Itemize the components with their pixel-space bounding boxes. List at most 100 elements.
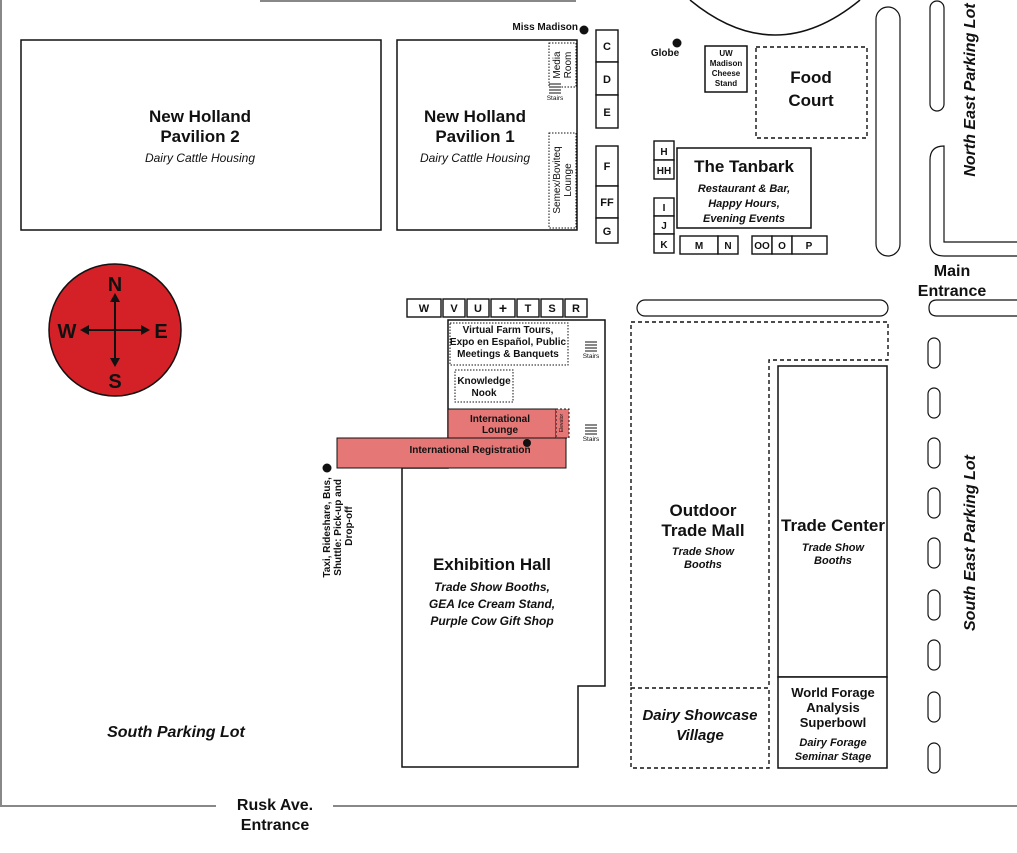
semex-lounge[interactable] <box>548 132 577 229</box>
forage-l1: World Forage <box>791 685 875 700</box>
stall-v[interactable]: V <box>450 303 458 315</box>
stall-o[interactable]: O <box>778 241 786 252</box>
stall-k[interactable]: K <box>660 240 668 251</box>
knowledge-l2: Nook <box>472 388 497 399</box>
stall-t[interactable]: T <box>525 303 532 315</box>
cheese-l1: UW <box>719 49 733 58</box>
intl-reg-label: International Registration <box>409 445 530 456</box>
forage-sub1: Dairy Forage <box>799 737 866 749</box>
virtual-farm-tours-room[interactable]: Virtual Farm Tours, Expo en Español, Pub… <box>449 322 569 366</box>
tanbark-l2: Happy Hours, <box>708 198 780 210</box>
stall-m[interactable]: M <box>695 241 703 252</box>
knowledge-nook[interactable]: Knowledge Nook <box>454 369 514 403</box>
stairs-label-3: Stairs <box>583 436 600 443</box>
forage-l3: Superbowl <box>800 715 866 730</box>
stall-n[interactable]: N <box>724 241 731 252</box>
outdoor-sub2: Booths <box>684 559 722 571</box>
stall-c[interactable]: C <box>603 41 611 53</box>
compass-n: N <box>108 274 122 296</box>
cheese-l2: Madison <box>710 59 743 68</box>
exhibition-l2: GEA Ice Cream Stand, <box>429 597 555 611</box>
stall-ff[interactable]: FF <box>600 197 614 209</box>
semex-lounge-label: Semex/BoviteqLounge <box>552 146 574 213</box>
nh2-name-2: Pavilion 2 <box>160 127 239 146</box>
east-roads <box>636 0 1017 774</box>
outdoor-l1: Outdoor <box>669 501 736 520</box>
outdoor-l2: Trade Mall <box>661 521 744 540</box>
stairs-icon <box>585 341 597 352</box>
trade-center[interactable]: Trade Center Trade Show Booths <box>777 365 888 678</box>
main-entrance-road <box>928 299 1017 317</box>
forage-sub2: Seminar Stage <box>795 751 871 763</box>
first-aid-icon[interactable]: + <box>499 300 507 316</box>
nh2-subtitle: Dairy Cattle Housing <box>145 151 255 165</box>
elevator-label: Elevator <box>559 413 565 432</box>
trade-center-sub2: Booths <box>814 555 852 567</box>
dairy-showcase-village[interactable]: Dairy Showcase Village <box>630 687 770 769</box>
stairs-icon <box>585 424 597 435</box>
international-lounge[interactable]: Elevator International Lounge <box>447 408 570 439</box>
main-entrance-l2: Entrance <box>918 283 987 300</box>
ne-parking-label: North East Parking Lot <box>962 3 979 177</box>
compass-e: E <box>154 321 167 343</box>
taxi-marker[interactable] <box>322 463 332 473</box>
forage-l2: Analysis <box>806 700 859 715</box>
stall-u[interactable]: U <box>474 303 482 315</box>
media-room[interactable] <box>548 42 577 88</box>
stall-d[interactable]: D <box>603 74 611 86</box>
stall-e[interactable]: E <box>603 107 610 119</box>
stall-f[interactable]: F <box>604 161 611 173</box>
stall-oo[interactable]: OO <box>754 241 770 252</box>
stall-g[interactable]: G <box>603 226 612 238</box>
tanbark-name: The Tanbark <box>694 157 794 176</box>
east-road-north <box>875 6 901 257</box>
food-court-l1: Food <box>790 68 832 87</box>
ne-lot-strip-2 <box>929 145 1017 257</box>
intl-reg-marker <box>523 439 531 447</box>
stall-row-mn: M N <box>679 235 739 255</box>
media-room-label: MediaRoom <box>552 51 574 79</box>
stall-col-ffg: F FF G <box>595 145 619 244</box>
compass-w: W <box>58 321 77 343</box>
nh1-name-1: New Holland <box>424 107 526 126</box>
virtual-l3: Meetings & Banquets <box>457 349 559 360</box>
roundabout-edge <box>689 0 861 36</box>
outdoor-trade-mall[interactable]: Outdoor Trade Mall Trade Show Booths <box>630 321 889 686</box>
nh2-name-1: New Holland <box>149 107 251 126</box>
miss-madison-label: Miss Madison <box>512 22 578 33</box>
new-holland-pavilion-1[interactable]: New Holland Pavilion 1 Dairy Cattle Hous… <box>396 39 578 231</box>
food-court[interactable]: Food Court <box>755 46 868 139</box>
uw-cheese-stand[interactable]: UW Madison Cheese Stand <box>704 45 748 93</box>
stall-w[interactable]: W <box>419 303 430 315</box>
stall-i[interactable]: I <box>663 203 666 214</box>
international-registration[interactable]: International Registration <box>336 437 567 469</box>
stairs-icon <box>549 83 561 94</box>
south-parking-label: South Parking Lot <box>107 724 245 741</box>
main-entrance-l1: Main <box>934 263 970 280</box>
stall-s[interactable]: S <box>548 303 555 315</box>
stall-col-cde: C D E <box>595 29 619 129</box>
showcase-l2: Village <box>676 727 724 744</box>
stairs-label-1: Stairs <box>547 95 564 102</box>
miss-madison-marker[interactable] <box>579 25 589 35</box>
nh1-subtitle: Dairy Cattle Housing <box>420 151 530 165</box>
globe-marker[interactable] <box>672 38 682 48</box>
globe-label: Globe <box>651 48 680 59</box>
center-road <box>636 299 889 317</box>
world-forage-superbowl[interactable]: World Forage Analysis Superbowl Dairy Fo… <box>777 676 888 769</box>
exhibition-hall[interactable]: Exhibition Hall Trade Show Booths, GEA I… <box>401 319 606 768</box>
tanbark-l3: Evening Events <box>703 213 785 225</box>
stall-p[interactable]: P <box>806 241 813 252</box>
stall-row-top: W V U + T S R <box>406 298 588 318</box>
compass-rose: N S W E <box>48 263 182 397</box>
the-tanbark[interactable]: The Tanbark Restaurant & Bar, Happy Hour… <box>676 147 812 229</box>
stall-j[interactable]: J <box>661 221 667 232</box>
showcase-l1: Dairy Showcase <box>642 707 757 724</box>
stall-col-ijk: I J K <box>653 197 675 254</box>
stall-r[interactable]: R <box>572 303 580 315</box>
stairs-label-2: Stairs <box>583 353 600 360</box>
stall-hh[interactable]: HH <box>657 166 671 177</box>
stall-h[interactable]: H <box>660 147 667 158</box>
rusk-entrance-l1: Rusk Ave. <box>237 797 313 814</box>
new-holland-pavilion-2[interactable]: New Holland Pavilion 2 Dairy Cattle Hous… <box>20 39 382 231</box>
